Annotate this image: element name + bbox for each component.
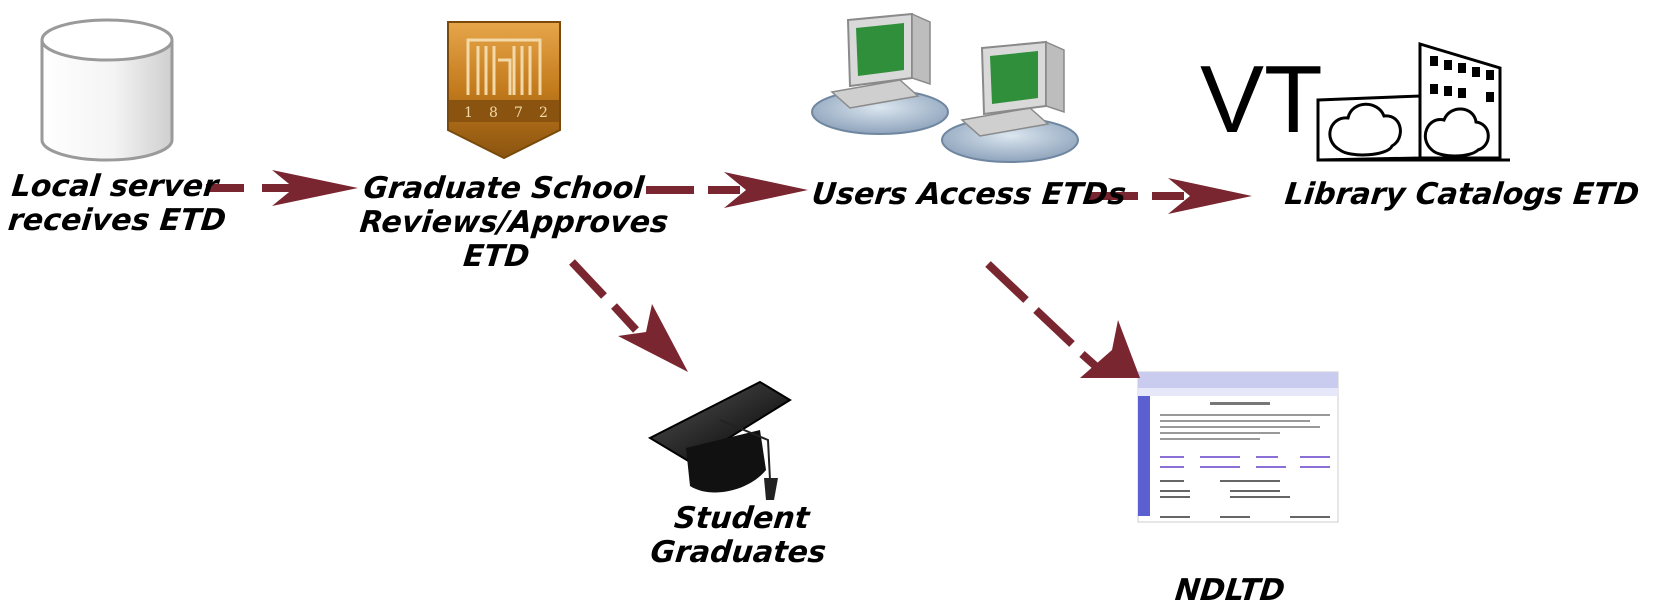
arrow-grad-to-users bbox=[646, 172, 808, 208]
label-line: Graduate School bbox=[361, 171, 646, 206]
label-line: Student bbox=[672, 501, 812, 536]
label-line: Graduates bbox=[648, 535, 828, 570]
website-screenshot-icon bbox=[1137, 371, 1339, 523]
ndltd-label: NDLTD bbox=[1158, 573, 1302, 608]
label-line: Users Access ETDs bbox=[810, 177, 1128, 212]
flow-arrows bbox=[206, 170, 1252, 378]
university-seal-icon: 1 8 7 2 bbox=[447, 21, 561, 160]
seal-digit: 7 bbox=[514, 105, 523, 121]
library-building-icon: VT bbox=[1200, 41, 1510, 162]
label-line: receives ETD bbox=[6, 203, 228, 238]
arrow-grad-to-student bbox=[569, 259, 688, 372]
vt-logo-text: VT bbox=[1200, 46, 1323, 153]
seal-digit: 1 bbox=[464, 105, 473, 121]
computers-icon bbox=[811, 12, 1079, 163]
label-line: Reviews/Approves bbox=[358, 205, 670, 240]
graduate-school-label: Graduate School Reviews/Approves ETD bbox=[355, 171, 670, 274]
database-cylinder-icon bbox=[40, 18, 174, 162]
local-server-label: Local server receives ETD bbox=[6, 169, 228, 238]
arrow-users-to-library bbox=[1090, 178, 1252, 214]
graduation-cap-icon bbox=[647, 380, 792, 500]
arrow-users-to-ndltd bbox=[985, 261, 1140, 378]
seal-digit: 2 bbox=[539, 105, 548, 121]
student-graduates-label: Student Graduates bbox=[636, 501, 843, 570]
label-line: Library Catalogs ETD bbox=[1283, 177, 1641, 212]
arrow-local-to-grad bbox=[206, 170, 358, 206]
users-access-label: Users Access ETDs bbox=[810, 177, 1128, 212]
label-line: Local server bbox=[10, 169, 220, 204]
seal-digit: 8 bbox=[489, 105, 498, 121]
label-line: ETD bbox=[461, 239, 532, 274]
library-catalogs-label: Library Catalogs ETD bbox=[1260, 177, 1664, 212]
label-line: NDLTD bbox=[1173, 573, 1287, 608]
